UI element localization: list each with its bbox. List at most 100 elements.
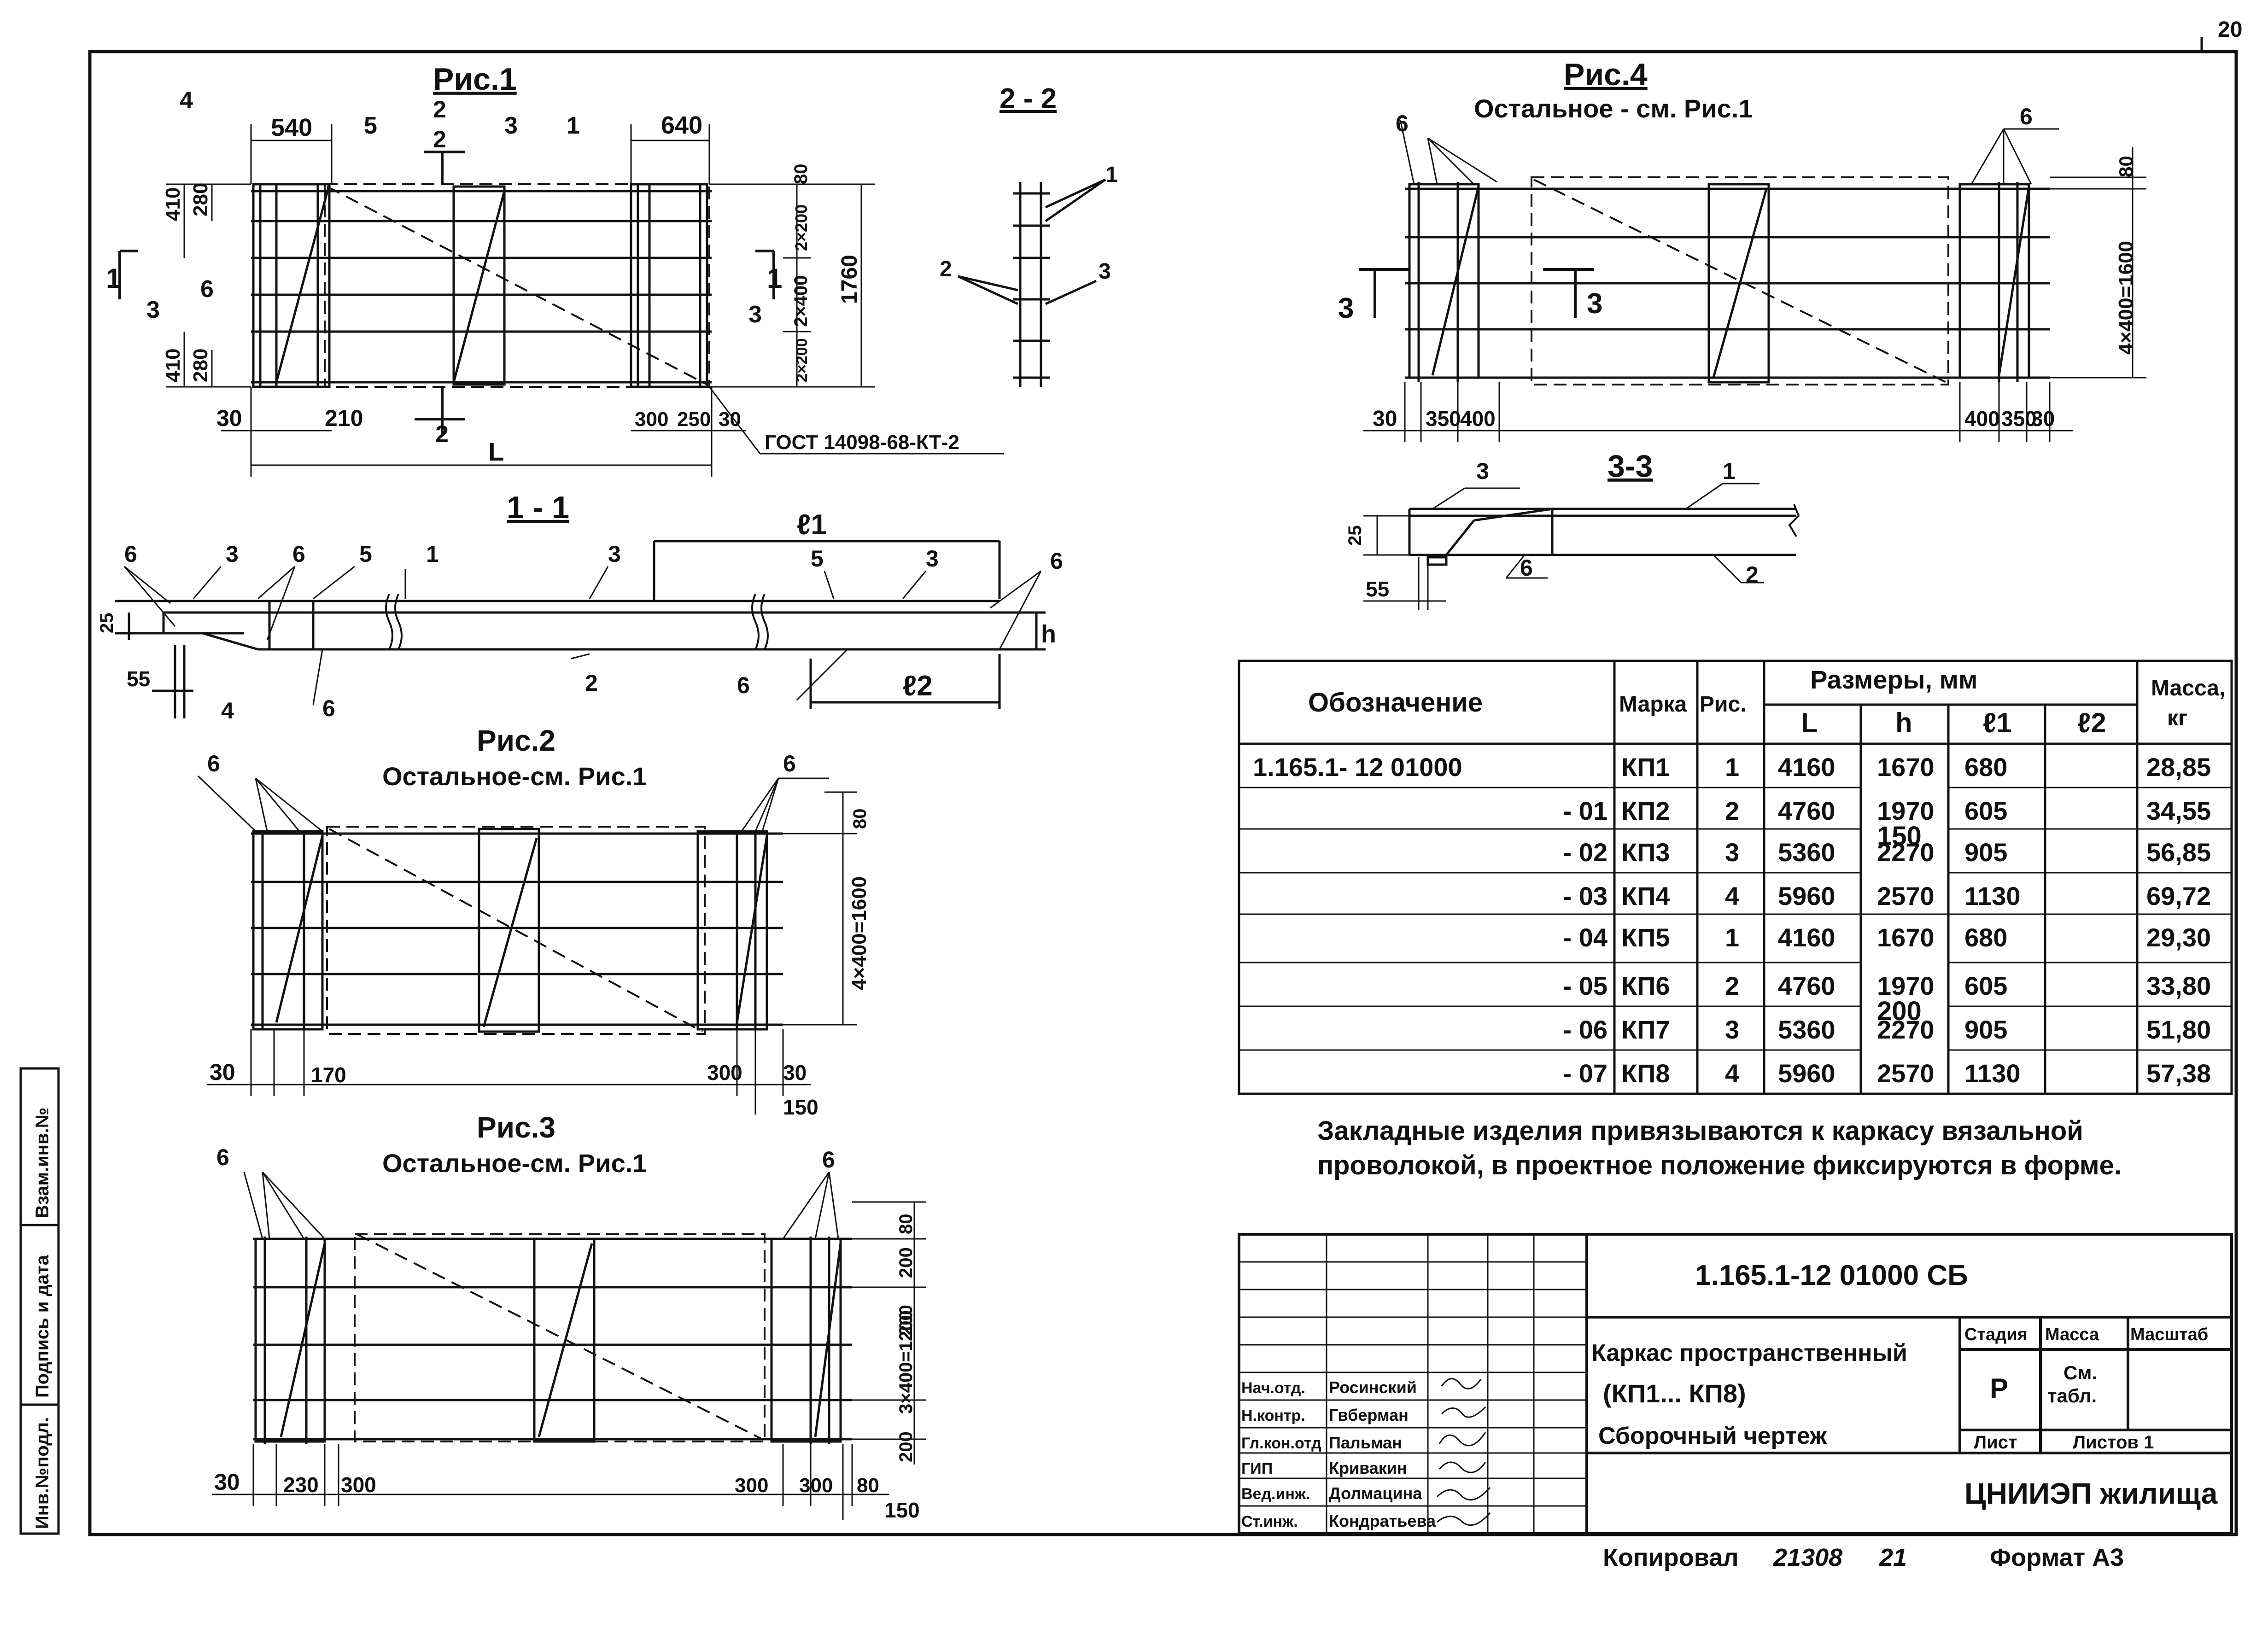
section11-callout-5b: 5 [811,546,824,572]
table-cell-L: 4160 [1778,753,1835,782]
table-cell-fig: 2 [1725,796,1739,825]
table-cell-mark: КП1 [1621,753,1670,782]
footer-copied: Копировал [1603,1544,1739,1571]
table-cell-fig: 1 [1725,923,1739,952]
staff-name: Гвберман [1329,1406,1409,1424]
section11-callout-6e: 6 [322,695,335,721]
section11-callout-1: 1 [426,541,439,567]
fig4-callout-6a: 6 [1396,111,1409,136]
table-header-l1: ℓ1 [1983,707,2012,738]
fig1-dim-2x400: 2×400 [791,275,811,327]
table-cell-mass: 29,30 [2146,923,2211,952]
section-1-1: 1 - 1 [97,490,1063,724]
section33-dim-55: 55 [1366,577,1389,601]
figure-1: Рис.1 [106,62,1004,477]
table-cell-L: 4160 [1778,923,1835,952]
fig1-dim-L: L [488,437,504,466]
fig1-dim-280b: 280 [189,349,212,382]
section-3-3: 3-3 3 1 6 2 25 55 [1345,449,1800,610]
fig1-callout-3a: 3 [504,112,518,139]
table-cell-l2: 680 [1964,753,2007,782]
fig1-callout-6: 6 [200,276,214,303]
title-block-name2: (КП1... КП8) [1603,1379,1746,1408]
fig1-section-2: 2 [435,421,449,448]
table-cell-mass: 34,55 [2146,796,2211,825]
section22-callout-1: 1 [1105,163,1118,187]
sheet-frame [88,37,2238,1536]
table-cell-mark: КП5 [1621,923,1670,952]
fig4-dim-400a: 400 [1460,407,1496,431]
table-cell-L: 5960 [1778,1059,1835,1088]
fig1-dim-210: 210 [325,405,363,431]
table-cell-fig: 4 [1725,881,1739,910]
table-cell-mass: 28,85 [2146,753,2211,782]
fig2-dim-300: 300 [707,1061,742,1085]
table-cell-l2: 1130 [1964,881,2021,910]
table-cell-l1: 2270 [1877,838,1935,867]
section33-callout-1: 1 [1723,458,1736,484]
title-block-sheet-label: Лист [1974,1432,2017,1453]
side-stamp-replace: Взам.инв.№ [32,1108,53,1218]
table-cell-mark: КП2 [1621,796,1670,825]
table-cell-mass: 33,80 [2146,971,2211,1000]
table-cell-fig: 2 [1725,971,1739,1000]
table-header-h: h [1895,707,1912,738]
section-2-2: 2 - 2 1 2 3 [940,83,1118,387]
title-block-org: ЦНИИЭП жилища [1964,1477,2218,1510]
table-cell-l2: 605 [1964,796,2007,825]
table-cell-designation: - 03 [1563,881,1608,910]
section33-dim-25: 25 [1345,525,1365,546]
table-cell-l2: 905 [1964,838,2007,867]
table-cell-fig: 3 [1725,1015,1739,1044]
table-cell-L: 5360 [1778,1015,1835,1044]
table-cell-fig: 1 [1725,753,1739,782]
table-cell-designation: 1.165.1- 12 01000 [1253,753,1462,782]
table-cell-l2: 905 [1964,1015,2007,1044]
staff-name: Пальман [1329,1433,1402,1452]
table-header-L: L [1801,707,1818,738]
table-header-mass: Масса, [2151,676,2225,700]
fig1-callout-3b: 3 [146,297,160,323]
section11-callout-6a: 6 [124,541,137,567]
section33-title: 3-3 [1607,449,1653,484]
section11-callout-6b: 6 [292,541,305,567]
title-block-code: 1.165.1-12 01000 СБ [1695,1260,1968,1291]
figure-4: Рис.4 Остальное - см. Рис.1 [1338,57,2146,442]
section11-callout-3a: 3 [226,541,239,567]
fig1-dim-410b: 410 [162,349,184,382]
fig1-dim-640: 640 [661,111,702,139]
table-cell-l1: 1670 [1877,753,1935,782]
table-header-fig: Рис. [1700,692,1747,717]
table-cell-mark: КП7 [1621,1015,1670,1044]
fig1-callout-5: 5 [364,112,377,139]
fig3-dim-300c: 300 [799,1474,833,1497]
fig3-dim-300b: 300 [735,1474,768,1497]
table-header-mass-unit: кг [2167,706,2187,730]
table-cell-L: 4760 [1778,971,1835,1000]
footer-num2: 21 [1879,1544,1907,1571]
section11-callout-3b: 3 [608,541,621,567]
fig4-dim-30b: 30 [2031,407,2055,431]
fig1-gost-label: ГОСТ 14098-68-КТ-2 [765,431,959,454]
side-stamp-inv: Инв.№подл. [32,1417,53,1529]
table-cell-designation: - 06 [1563,1015,1608,1044]
table-cell-l1: 2570 [1877,1059,1935,1088]
fig2-title: Рис.2 [477,724,555,757]
fig1-callout-1a: 1 [567,112,580,139]
title-block-scale-label: Масштаб [2130,1325,2208,1344]
fig3-dim-30: 30 [214,1469,240,1495]
footer-format: Формат А3 [1990,1544,2124,1571]
table-cell-mark: КП8 [1621,1059,1670,1088]
table-header-designation: Обозначение [1308,688,1483,718]
fig1-dim-30b: 30 [719,408,741,431]
table-cell-fig: 4 [1725,1059,1739,1088]
fig2-dim-30b: 30 [783,1061,807,1085]
fig3-dim-80b: 80 [857,1474,879,1497]
section33-callout-3: 3 [1476,458,1489,484]
fig3-dim-200b: 200 [896,1305,916,1336]
table-cell-fig: 3 [1725,838,1739,867]
fig1-dim-410a: 410 [162,187,184,221]
table-cell-mark: КП6 [1621,971,1670,1000]
fig3-dim-80: 80 [896,1214,916,1235]
table-rows: 1.165.1- 12 01000 КП1 1 4160 1670 680 28,85 - 0… [1253,753,2211,1088]
